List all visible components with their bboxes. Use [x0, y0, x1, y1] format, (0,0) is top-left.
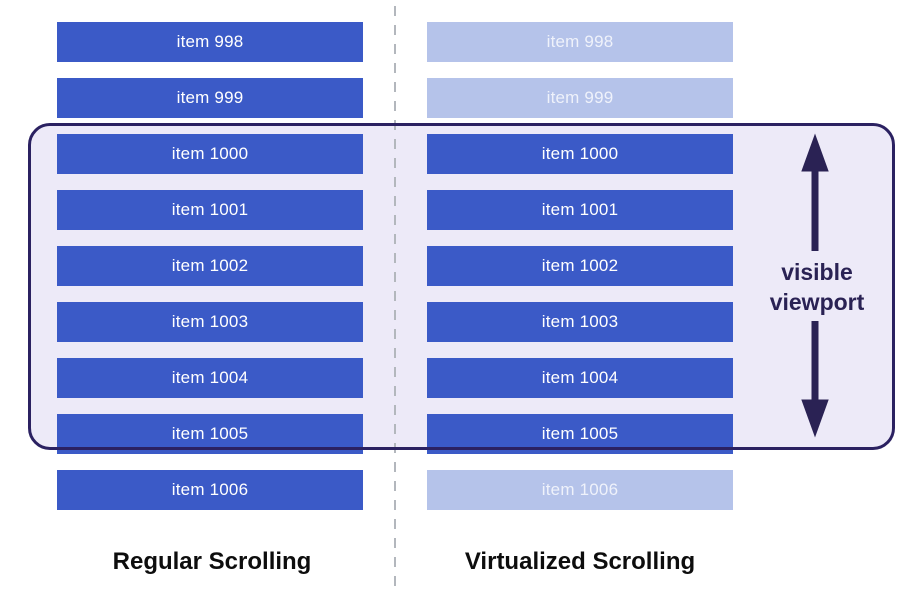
- visible-viewport-label: visible viewport: [769, 259, 865, 315]
- list-item-label: item 998: [546, 32, 614, 51]
- virtualized-scrolling-list: item 998 item 999 item 1000 item 1001 item 1…: [427, 22, 733, 510]
- list-item-label: item 1006: [541, 480, 619, 499]
- list-item-label: item 1001: [171, 200, 249, 219]
- column-divider-dashed-line: [394, 6, 396, 590]
- list-item: item 1004: [427, 358, 733, 398]
- list-item: item 1004: [57, 358, 363, 398]
- list-item: item 999: [427, 78, 733, 118]
- list-item: item 1000: [57, 134, 363, 174]
- list-item: item 1006: [57, 470, 363, 510]
- list-item: item 998: [57, 22, 363, 62]
- list-item: item 1005: [427, 414, 733, 454]
- regular-scrolling-title: Regular Scrolling: [112, 548, 312, 575]
- list-item-label: item 1004: [541, 368, 619, 387]
- list-item-label: item 1002: [171, 256, 249, 275]
- list-item: item 1001: [427, 190, 733, 230]
- list-item: item 1005: [57, 414, 363, 454]
- list-item-label: item 1005: [171, 424, 249, 443]
- list-item: item 1001: [57, 190, 363, 230]
- virtualized-scrolling-title: Virtualized Scrolling: [464, 548, 696, 575]
- regular-scrolling-list: item 998 item 999 item 1000 item 1001 item 1…: [57, 22, 363, 510]
- list-item: item 1003: [57, 302, 363, 342]
- list-item-label: item 998: [176, 32, 244, 51]
- list-item: item 1003: [427, 302, 733, 342]
- list-item: item 998: [427, 22, 733, 62]
- list-item: item 1002: [57, 246, 363, 286]
- list-item-label: item 1006: [171, 480, 249, 499]
- list-item-label: item 999: [176, 88, 244, 107]
- list-item-label: item 1003: [171, 312, 249, 331]
- list-item-label: item 1000: [171, 144, 249, 163]
- list-item-label: item 1004: [171, 368, 249, 387]
- list-item: item 1006: [427, 470, 733, 510]
- list-item: item 1000: [427, 134, 733, 174]
- viewport-extent-arrows-icon: [801, 133, 829, 438]
- list-item-label: item 999: [546, 88, 614, 107]
- list-item: item 999: [57, 78, 363, 118]
- list-item-label: item 1003: [541, 312, 619, 331]
- list-item-label: item 1000: [541, 144, 619, 163]
- list-item-label: item 1001: [541, 200, 619, 219]
- list-item-label: item 1005: [541, 424, 619, 443]
- list-item-label: item 1002: [541, 256, 619, 275]
- list-item: item 1002: [427, 246, 733, 286]
